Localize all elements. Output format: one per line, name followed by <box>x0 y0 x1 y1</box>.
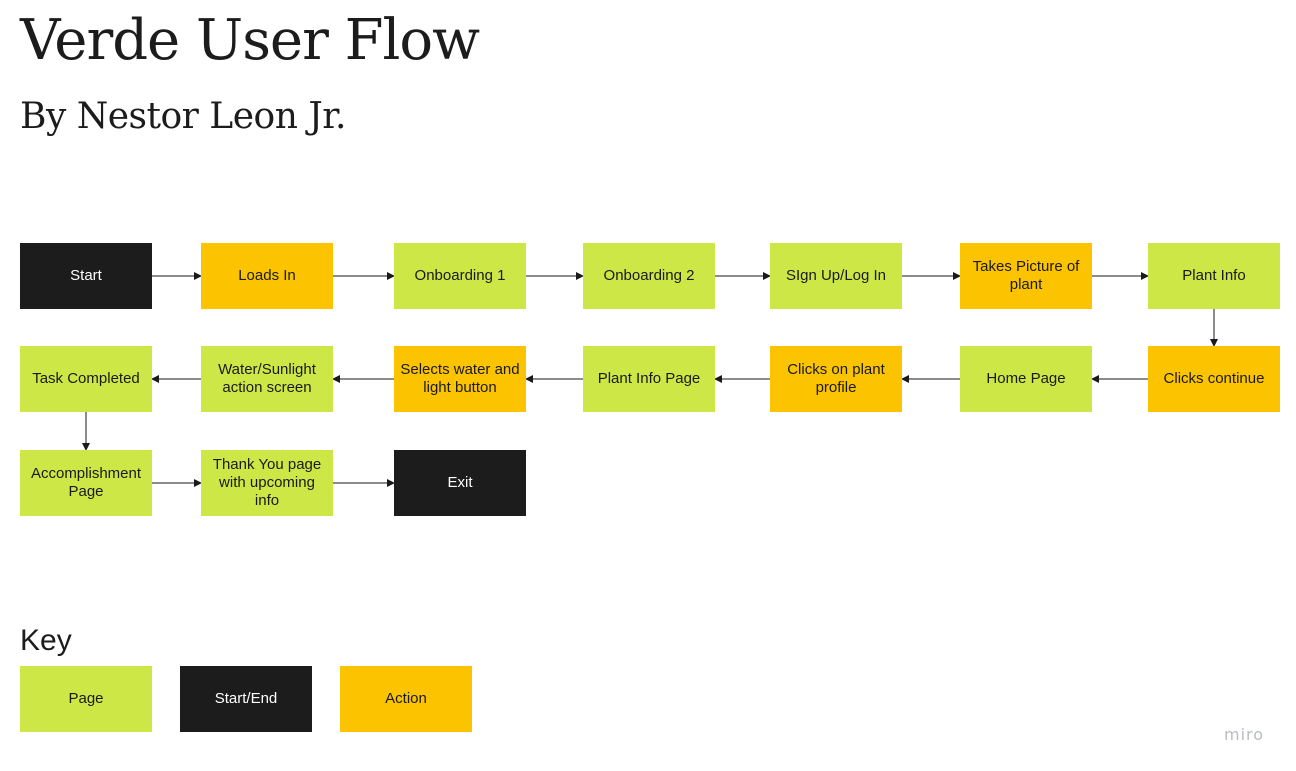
diagram-title: Verde User Flow <box>20 8 480 73</box>
diagram-subtitle: By Nestor Leon Jr. <box>20 96 346 137</box>
node-task-completed: Task Completed <box>20 346 152 412</box>
key-item-page: Page <box>20 666 152 732</box>
miro-watermark: miro <box>1224 725 1265 744</box>
node-exit: Exit <box>394 450 526 516</box>
key-title: Key <box>20 624 72 657</box>
node-selects-water-light: Selects water and light button <box>394 346 526 412</box>
node-onboarding-1: Onboarding 1 <box>394 243 526 309</box>
node-plant-info: Plant Info <box>1148 243 1280 309</box>
key-item-action: Action <box>340 666 472 732</box>
node-clicks-continue: Clicks continue <box>1148 346 1280 412</box>
node-sign-up-log-in: SIgn Up/Log In <box>770 243 902 309</box>
node-plant-info-page: Plant Info Page <box>583 346 715 412</box>
node-thank-you-page: Thank You page with upcoming info <box>201 450 333 516</box>
node-onboarding-2: Onboarding 2 <box>583 243 715 309</box>
key-item-start-end: Start/End <box>180 666 312 732</box>
node-loads-in: Loads In <box>201 243 333 309</box>
node-water-sunlight-screen: Water/Sunlight action screen <box>201 346 333 412</box>
node-accomplishment-page: Accomplishment Page <box>20 450 152 516</box>
node-clicks-plant-profile: Clicks on plant profile <box>770 346 902 412</box>
node-takes-picture: Takes Picture of plant <box>960 243 1092 309</box>
node-home-page: Home Page <box>960 346 1092 412</box>
node-start: Start <box>20 243 152 309</box>
